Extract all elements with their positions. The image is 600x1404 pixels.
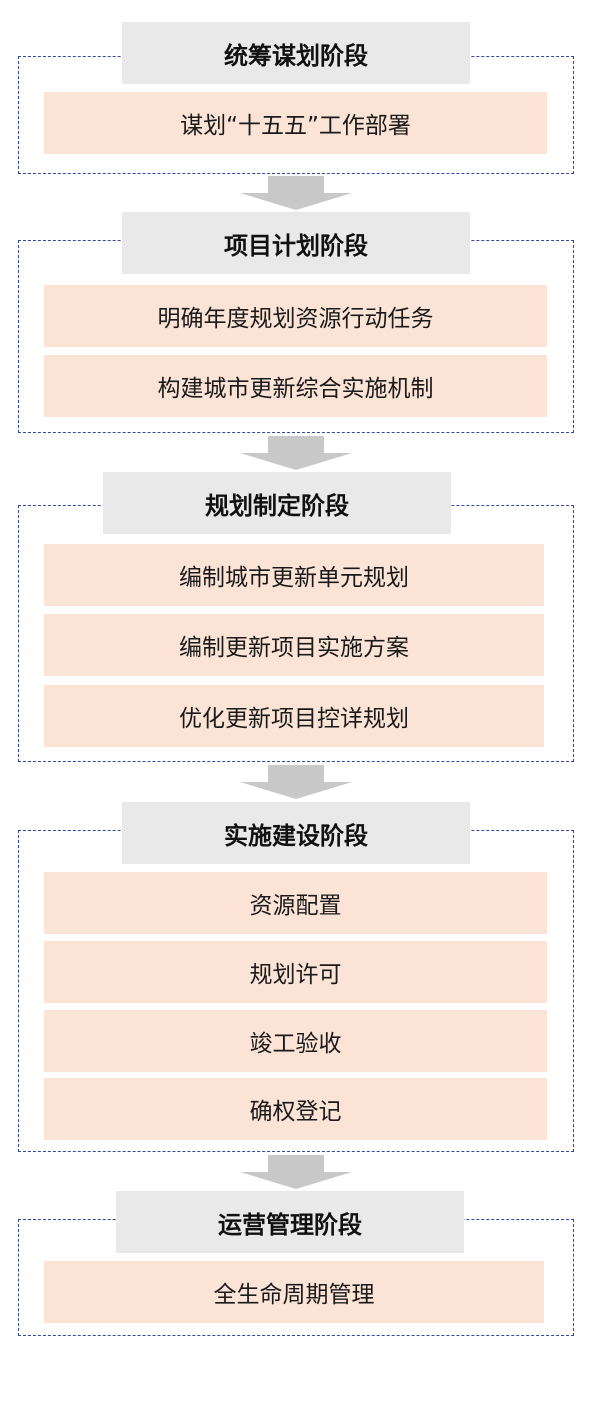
stage-4-step-3: 竣工验收 xyxy=(44,1010,547,1072)
down-arrow-icon xyxy=(240,176,352,210)
stage-4-title: 实施建设阶段 xyxy=(122,802,470,864)
stage-2-step-1: 明确年度规划资源行动任务 xyxy=(44,285,547,347)
stage-4-step-1: 资源配置 xyxy=(44,872,547,934)
down-arrow-icon xyxy=(240,1155,352,1189)
stage-1-title: 统筹谋划阶段 xyxy=(122,22,470,84)
stage-3-step-2: 编制更新项目实施方案 xyxy=(44,614,544,676)
stage-5-step-1: 全生命周期管理 xyxy=(44,1261,544,1323)
down-arrow-icon xyxy=(240,765,352,799)
down-arrow-icon xyxy=(240,436,352,470)
stage-3-step-3: 优化更新项目控详规划 xyxy=(44,685,544,747)
stage-5-title: 运营管理阶段 xyxy=(116,1191,464,1253)
stage-1-step-1: 谋划“十五五”工作部署 xyxy=(44,92,547,154)
stage-3-title: 规划制定阶段 xyxy=(103,472,451,534)
stage-4-step-2: 规划许可 xyxy=(44,941,547,1003)
stage-2-title: 项目计划阶段 xyxy=(122,212,470,274)
stage-2-step-2: 构建城市更新综合实施机制 xyxy=(44,355,547,417)
stage-4-step-4: 确权登记 xyxy=(44,1078,547,1140)
stage-3-step-1: 编制城市更新单元规划 xyxy=(44,544,544,606)
